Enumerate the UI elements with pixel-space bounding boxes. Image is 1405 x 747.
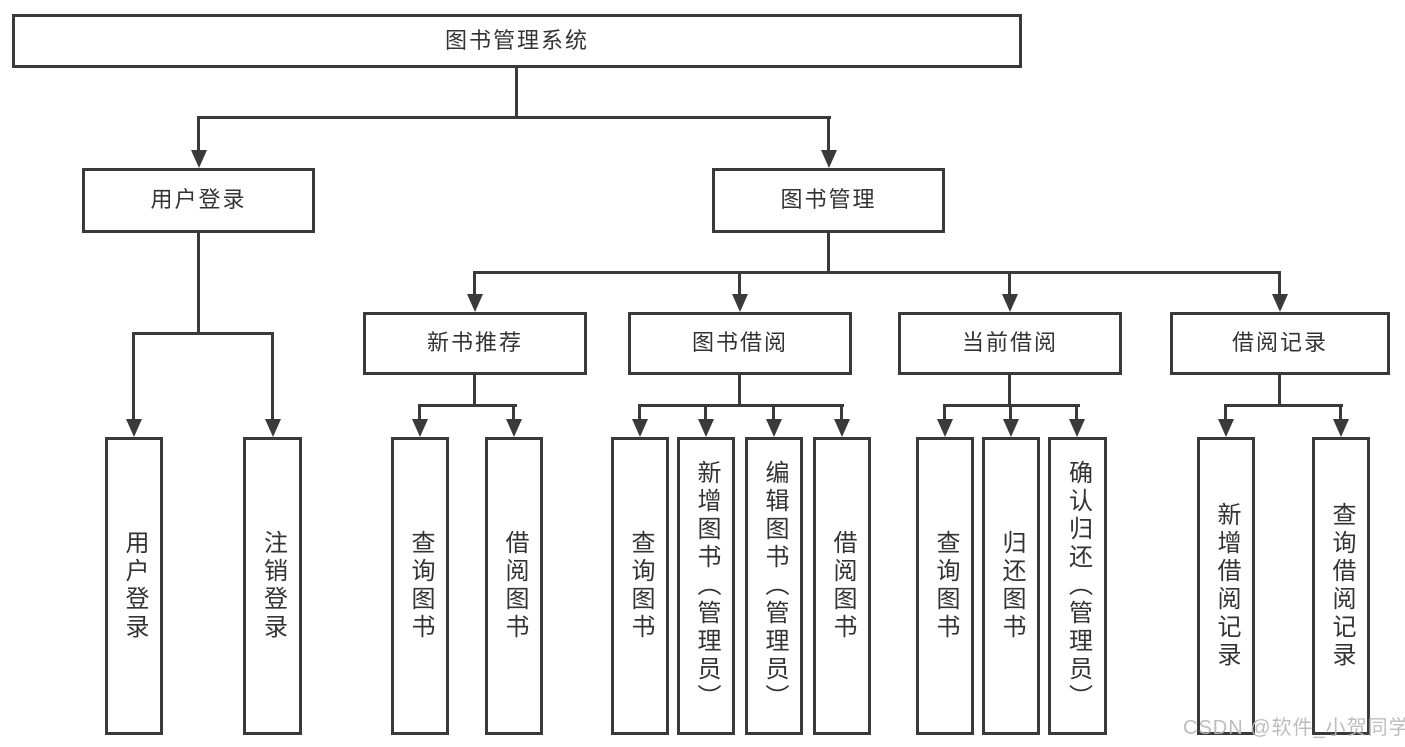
node-new-book-recommendation: 新书推荐 [363, 312, 587, 375]
node-book-management: 图书管理 [712, 168, 945, 233]
arrow-down-icon [1069, 419, 1085, 437]
connector-line [197, 116, 200, 152]
arrow-down-icon [191, 150, 207, 168]
leaf-return-book: 归还图书 [982, 437, 1040, 735]
arrow-down-icon [1003, 419, 1019, 437]
connector-line [1278, 271, 1281, 296]
connector-line [197, 233, 200, 334]
leaf-query-books-2: 查询图书 [611, 437, 669, 735]
connector-line [197, 116, 831, 119]
connector-line [1009, 404, 1012, 420]
connector-line [1008, 375, 1011, 406]
node-current-borrowing: 当前借阅 [898, 312, 1122, 375]
arrow-down-icon [1333, 419, 1349, 437]
leaf-logout: 注销登录 [243, 437, 302, 735]
connector-line [515, 68, 518, 119]
arrow-down-icon [412, 419, 428, 437]
connector-line [418, 404, 421, 420]
arrow-down-icon [1272, 294, 1288, 312]
arrow-down-icon [698, 419, 714, 437]
arrow-down-icon [732, 294, 748, 312]
arrow-down-icon [632, 419, 648, 437]
connector-line [738, 271, 741, 296]
connector-line [1278, 375, 1281, 406]
connector-line [827, 233, 830, 273]
connector-line [512, 404, 515, 420]
arrow-down-icon [126, 419, 142, 437]
connector-line [840, 404, 843, 420]
leaf-add-borrow-record: 新增借阅记录 [1197, 437, 1255, 735]
arrow-down-icon [506, 419, 522, 437]
leaf-query-books-1: 查询图书 [391, 437, 449, 735]
connector-line [1224, 404, 1343, 407]
arrow-down-icon [937, 419, 953, 437]
connector-line [473, 271, 476, 296]
connector-line [132, 332, 135, 420]
connector-line [704, 404, 707, 420]
arrow-down-icon [265, 419, 281, 437]
leaf-user-login: 用户登录 [105, 437, 163, 735]
arrow-down-icon [834, 419, 850, 437]
leaf-borrow-books-2: 借阅图书 [813, 437, 871, 735]
connector-line [1075, 404, 1078, 420]
connector-line [473, 375, 476, 406]
leaf-borrow-books-1: 借阅图书 [485, 437, 543, 735]
arrow-down-icon [467, 294, 483, 312]
node-library-management-system: 图书管理系统 [12, 14, 1022, 68]
leaf-add-book-admin: 新增图书（管理员） [677, 437, 735, 735]
leaf-confirm-return-admin: 确认归还（管理员） [1048, 437, 1107, 735]
connector-line [132, 332, 274, 335]
arrow-down-icon [821, 150, 837, 168]
connector-line [271, 332, 274, 420]
arrow-down-icon [1002, 294, 1018, 312]
node-borrowing-records: 借阅记录 [1170, 312, 1390, 375]
arrow-down-icon [1218, 419, 1234, 437]
watermark-text: CSDN @软件_小贺同学 [1183, 717, 1405, 739]
connector-line [827, 116, 830, 152]
node-user-login: 用户登录 [82, 168, 315, 233]
node-book-borrowing: 图书借阅 [628, 312, 852, 375]
connector-line [1008, 271, 1011, 296]
connector-line [1339, 404, 1342, 420]
connector-line [943, 404, 946, 420]
connector-line [638, 404, 641, 420]
connector-line [738, 375, 741, 406]
leaf-edit-book-admin: 编辑图书（管理员） [745, 437, 803, 735]
connector-line [772, 404, 775, 420]
arrow-down-icon [766, 419, 782, 437]
connector-line [473, 271, 1281, 274]
connector-line [1224, 404, 1227, 420]
leaf-query-borrow-record: 查询借阅记录 [1312, 437, 1370, 735]
connector-line [418, 404, 517, 407]
leaf-query-books-3: 查询图书 [916, 437, 974, 735]
connector-line [638, 404, 844, 407]
